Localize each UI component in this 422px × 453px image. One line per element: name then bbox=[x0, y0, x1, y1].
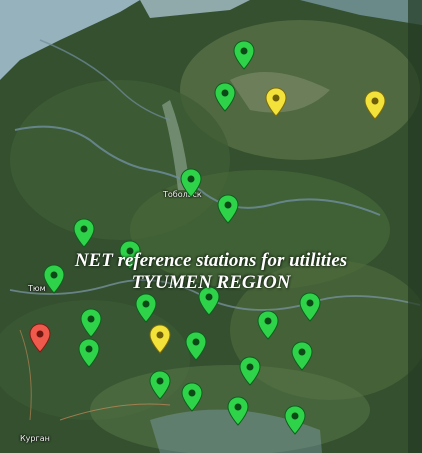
station-marker-yellow[interactable] bbox=[265, 87, 287, 117]
station-marker-green[interactable] bbox=[180, 168, 202, 198]
station-marker-green[interactable] bbox=[214, 82, 236, 112]
station-marker-green[interactable] bbox=[233, 40, 255, 70]
map-pin-icon bbox=[291, 341, 313, 371]
station-marker-green[interactable] bbox=[73, 218, 95, 248]
map-pin-icon bbox=[227, 396, 249, 426]
map-pin-icon bbox=[149, 324, 171, 354]
map-pin-icon bbox=[80, 308, 102, 338]
station-marker-green[interactable] bbox=[217, 194, 239, 224]
station-marker-yellow[interactable] bbox=[364, 90, 386, 120]
map-pin-icon bbox=[299, 292, 321, 322]
map-pin-icon bbox=[233, 40, 255, 70]
station-marker-green[interactable] bbox=[198, 286, 220, 316]
station-marker-green[interactable] bbox=[149, 370, 171, 400]
map-pin-icon bbox=[43, 264, 65, 294]
map-pin-icon bbox=[214, 82, 236, 112]
station-marker-green[interactable] bbox=[185, 331, 207, 361]
station-marker-green[interactable] bbox=[257, 310, 279, 340]
station-marker-yellow[interactable] bbox=[149, 324, 171, 354]
station-marker-green[interactable] bbox=[135, 293, 157, 323]
map-pin-icon bbox=[180, 168, 202, 198]
map-pin-icon bbox=[149, 370, 171, 400]
station-marker-green[interactable] bbox=[284, 405, 306, 435]
station-marker-green[interactable] bbox=[239, 356, 261, 386]
map-pin-icon bbox=[135, 293, 157, 323]
map-pin-icon bbox=[78, 338, 100, 368]
map-pin-icon bbox=[257, 310, 279, 340]
station-marker-green[interactable] bbox=[80, 308, 102, 338]
place-label-kurgan: Курган bbox=[20, 434, 50, 443]
map-pin-icon bbox=[198, 286, 220, 316]
station-marker-green[interactable] bbox=[299, 292, 321, 322]
map-pin-icon bbox=[239, 356, 261, 386]
caption-line-2: TYUMEN REGION bbox=[131, 272, 291, 293]
map-pin-icon bbox=[284, 405, 306, 435]
station-marker-green[interactable] bbox=[78, 338, 100, 368]
place-label-tyumen: Тюм bbox=[28, 284, 46, 293]
station-marker-green[interactable] bbox=[43, 264, 65, 294]
station-marker-green[interactable] bbox=[181, 382, 203, 412]
map-pin-icon bbox=[119, 240, 141, 270]
station-marker-green[interactable] bbox=[119, 240, 141, 270]
caption-line-1: NET reference stations for utilities bbox=[74, 250, 348, 271]
map-caption: NET reference stations for utilities TYU… bbox=[0, 250, 422, 294]
map-pin-icon bbox=[217, 194, 239, 224]
place-label-tobolsk: Тобольск bbox=[163, 190, 202, 199]
map-pin-icon bbox=[364, 90, 386, 120]
map-pin-icon bbox=[73, 218, 95, 248]
station-marker-green[interactable] bbox=[291, 341, 313, 371]
map-pin-icon bbox=[185, 331, 207, 361]
map-pin-icon bbox=[29, 323, 51, 353]
station-marker-green[interactable] bbox=[227, 396, 249, 426]
map-pin-icon bbox=[265, 87, 287, 117]
station-marker-red[interactable] bbox=[29, 323, 51, 353]
map-pin-icon bbox=[181, 382, 203, 412]
